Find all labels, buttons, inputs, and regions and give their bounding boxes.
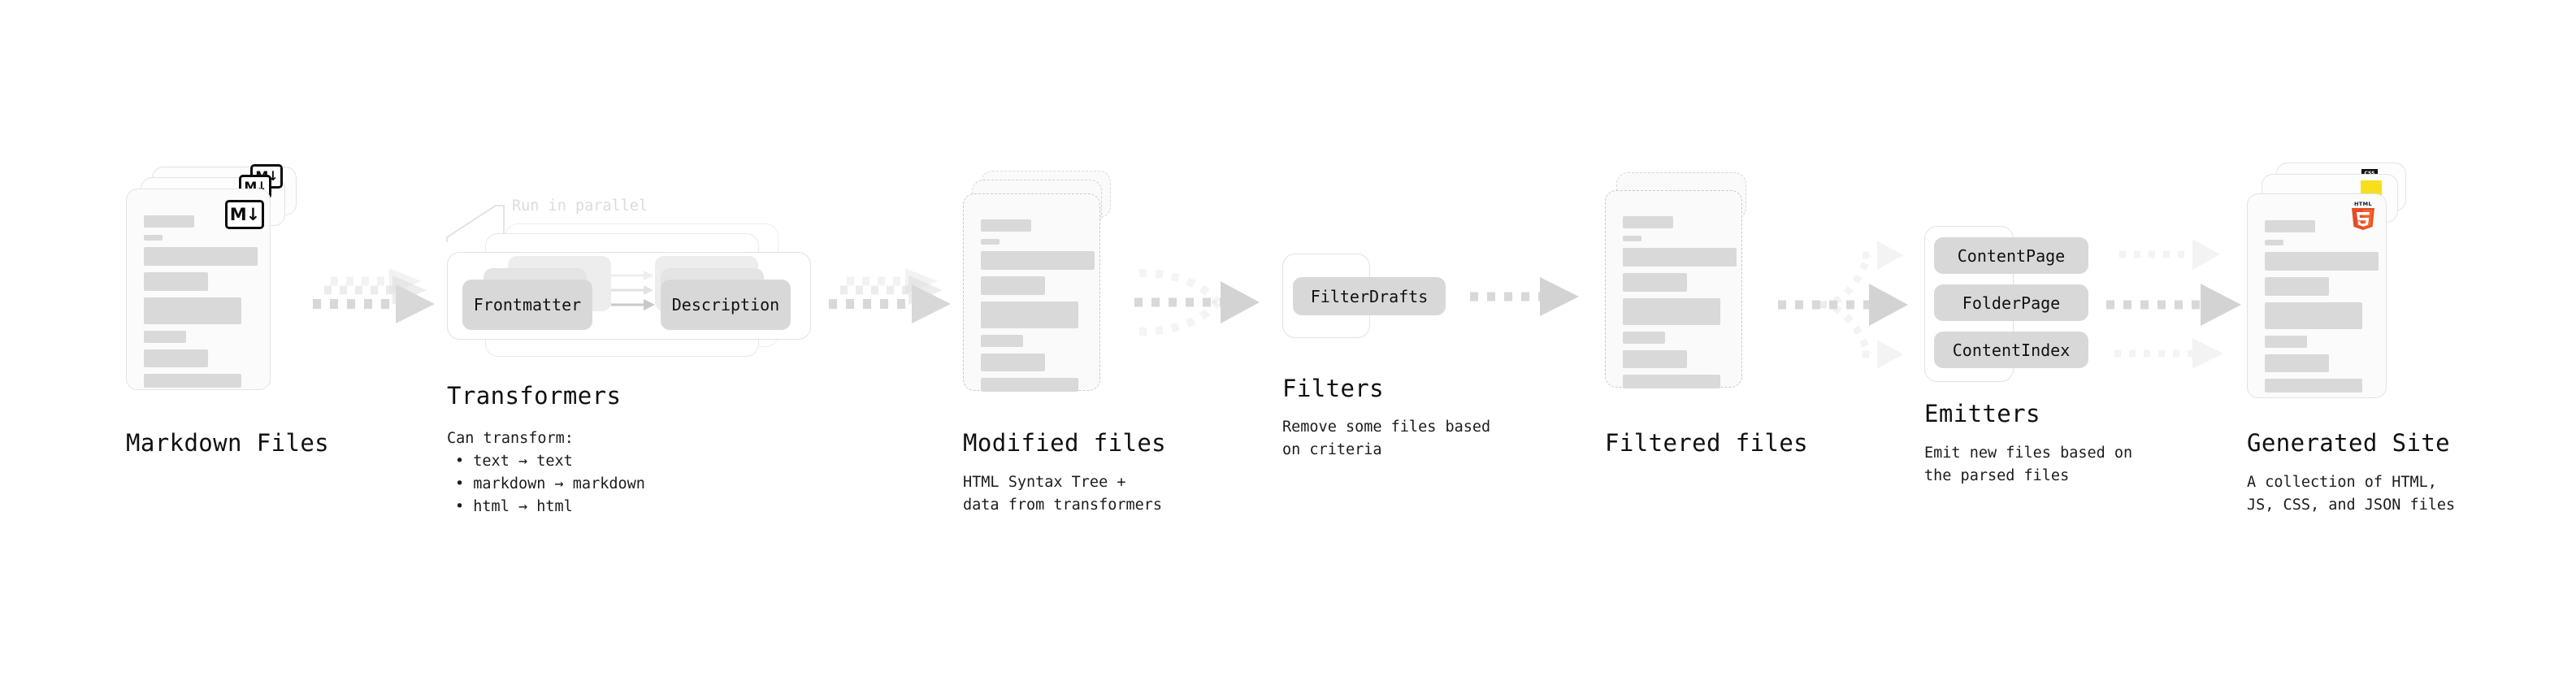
filters-description: Remove some files based on criteria — [1282, 419, 1491, 458]
filtered-files-stack — [1605, 172, 1780, 432]
transformers-description: Can transform: — [447, 430, 574, 447]
content-line — [144, 247, 258, 266]
transformer-pill-frontmatter[interactable]: Frontmatter — [462, 280, 592, 330]
content-line — [1623, 216, 1673, 228]
content-line — [144, 272, 208, 291]
run-in-parallel-leader — [446, 205, 505, 242]
content-line — [981, 354, 1045, 371]
connector-modified-to-filters — [1134, 269, 1260, 336]
modified-files-description: HTML Syntax Tree + data from transformer… — [963, 474, 1163, 514]
transformers-bullet-list: • text → text • markdown → markdown • ht… — [455, 450, 645, 518]
connector-filtered-to-emitters — [1778, 241, 1908, 369]
emitter-pill-folderpage[interactable]: FolderPage — [1934, 284, 2088, 321]
content-line — [1623, 332, 1665, 344]
content-line — [144, 297, 241, 324]
content-line — [2265, 354, 2329, 372]
content-line — [2265, 277, 2329, 296]
content-line — [1623, 236, 1641, 241]
content-line — [2265, 302, 2362, 329]
transformers-bullet: • text → text — [455, 453, 573, 470]
js-icon — [2361, 180, 2382, 196]
content-line — [981, 378, 1078, 392]
markdown-icon: M↓ — [225, 200, 264, 229]
transformers-bullet: • markdown → markdown — [455, 475, 645, 492]
content-line — [2265, 252, 2379, 271]
generated-site-caption: Generated Site — [2247, 429, 2451, 457]
svg-text:CSS: CSS — [2365, 171, 2375, 176]
filters-caption: Filters — [1282, 375, 1385, 402]
content-line — [1623, 375, 1720, 388]
modified-files-stack — [963, 171, 1138, 431]
filter-pill-filterdrafts[interactable]: FilterDrafts — [1293, 277, 1446, 315]
content-line — [981, 239, 1000, 245]
content-line — [981, 219, 1031, 232]
transformer-pill-description[interactable]: Description — [661, 280, 791, 330]
connector-md-to-transformers — [313, 268, 435, 323]
generated-site-stack: CSS HTML — [2247, 163, 2442, 431]
markdown-files-stack: M↓ M↓ M↓ — [126, 164, 301, 423]
content-line — [1623, 248, 1737, 267]
content-line — [144, 331, 186, 343]
content-line — [2265, 336, 2307, 348]
markdown-files-caption: Markdown Files — [126, 429, 330, 457]
content-line — [2265, 379, 2362, 393]
content-line — [144, 374, 241, 388]
content-line — [981, 251, 1095, 270]
connector-filters-to-filtered — [1470, 277, 1579, 316]
content-line — [1623, 350, 1687, 368]
content-line — [1623, 273, 1687, 292]
connector-transformers-to-modified — [829, 268, 951, 323]
content-line — [144, 235, 163, 241]
transformers-caption: Transformers — [447, 382, 622, 410]
content-line — [1623, 298, 1720, 325]
content-line — [2265, 220, 2315, 232]
content-line — [144, 349, 208, 367]
content-line — [981, 301, 1078, 328]
generated-site-description: A collection of HTML, JS, CSS, and JSON … — [2247, 474, 2456, 514]
emitter-pill-contentindex[interactable]: ContentIndex — [1934, 332, 2088, 368]
emitters-description: Emit new files based on the parsed files — [1924, 445, 2133, 484]
filtered-files-caption: Filtered files — [1605, 429, 1809, 457]
emitter-pill-contentpage[interactable]: ContentPage — [1934, 237, 2088, 274]
filtered-card-front — [1605, 190, 1742, 388]
content-line — [144, 215, 194, 228]
modified-files-caption: Modified files — [963, 429, 1167, 457]
site-card-front — [2247, 193, 2387, 398]
content-line — [981, 335, 1023, 347]
content-line — [2265, 240, 2283, 245]
html5-icon: HTML — [2352, 201, 2374, 230]
transformers-inner-arrows — [611, 271, 655, 310]
emitters-caption: Emitters — [1924, 400, 2040, 427]
connector-emitters-to-site — [2106, 239, 2241, 369]
transformers-bullet: • html → html — [455, 498, 573, 515]
run-in-parallel-label: Run in parallel — [512, 197, 648, 215]
svg-text:HTML: HTML — [2354, 201, 2372, 207]
content-line — [981, 276, 1045, 295]
modified-card-front — [963, 193, 1100, 392]
